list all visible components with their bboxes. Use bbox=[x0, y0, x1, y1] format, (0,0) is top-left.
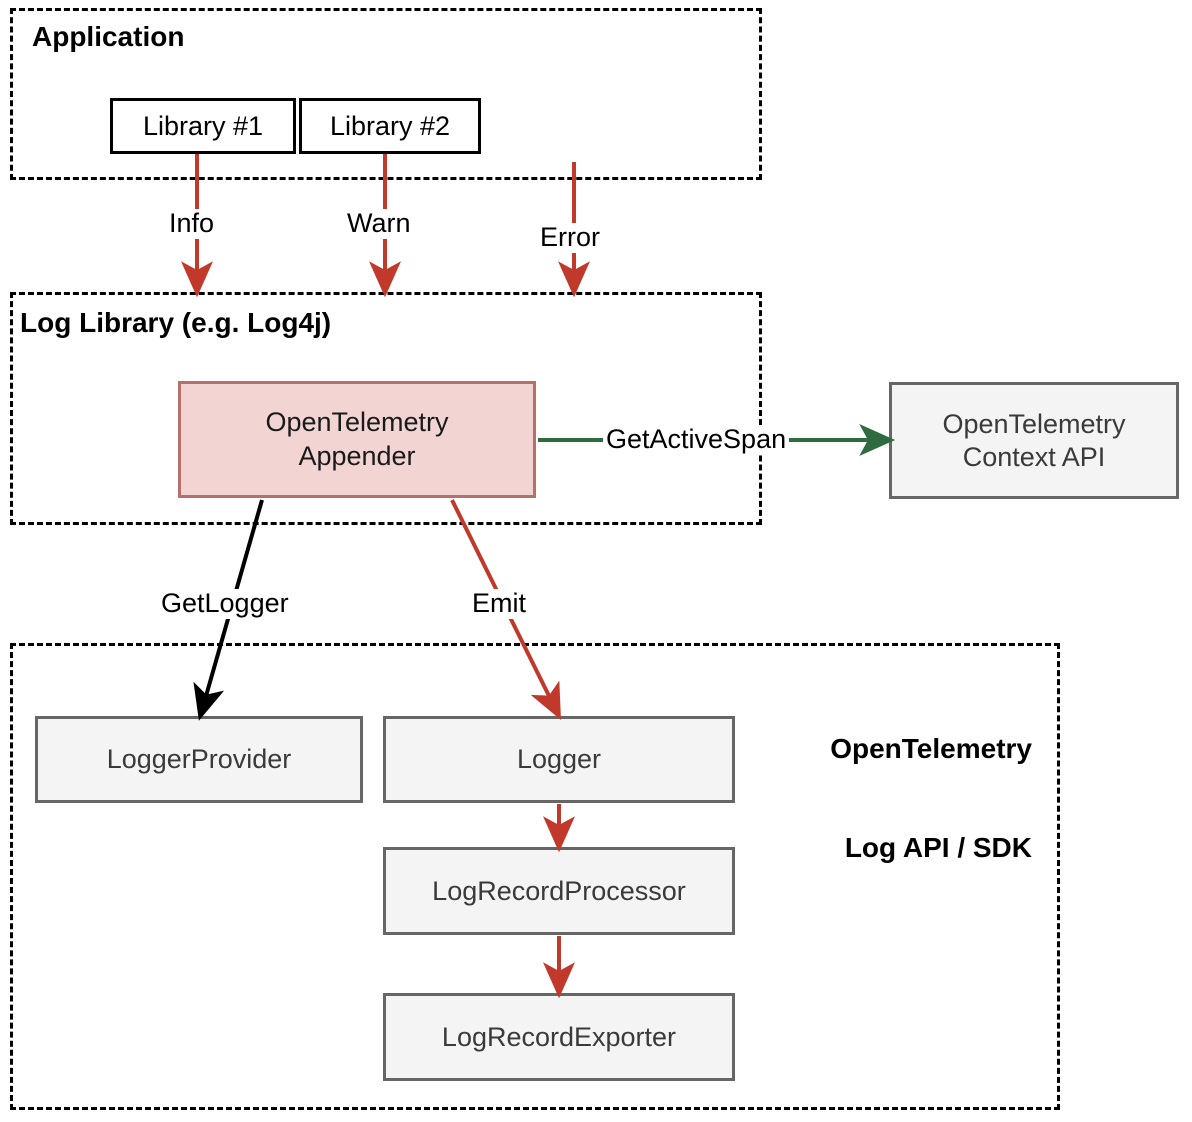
node-logger[interactable]: Logger bbox=[383, 716, 735, 803]
edge-label-error: Error bbox=[537, 222, 603, 253]
group-application-title: Application bbox=[32, 21, 185, 52]
edge-label-get-active-span: GetActiveSpan bbox=[603, 424, 790, 455]
node-log-record-processor[interactable]: LogRecordProcessor bbox=[383, 847, 735, 935]
edge-label-get-logger: GetLogger bbox=[158, 588, 292, 619]
node-library-2[interactable]: Library #2 bbox=[299, 98, 481, 154]
node-opentelemetry-appender[interactable]: OpenTelemetry Appender bbox=[178, 381, 536, 498]
node-library-2-label: Library #2 bbox=[329, 110, 451, 141]
node-logger-provider-label: LoggerProvider bbox=[106, 744, 292, 775]
node-logger-provider[interactable]: LoggerProvider bbox=[35, 716, 363, 803]
group-opentelemetry-sdk-title-line1: OpenTelemetry bbox=[830, 733, 1032, 765]
node-logger-label: Logger bbox=[516, 744, 602, 775]
node-library-1[interactable]: Library #1 bbox=[110, 98, 296, 154]
node-opentelemetry-appender-label-line2: Appender bbox=[298, 440, 416, 471]
node-log-record-exporter[interactable]: LogRecordExporter bbox=[383, 993, 735, 1081]
node-opentelemetry-appender-label-line1: OpenTelemetry bbox=[265, 406, 449, 437]
group-opentelemetry-sdk-title: OpenTelemetry Log API / SDK bbox=[830, 666, 1032, 930]
node-opentelemetry-context-api-label-line2: Context API bbox=[962, 441, 1106, 472]
edge-label-emit: Emit bbox=[469, 588, 529, 619]
group-log-library-title: Log Library (e.g. Log4j) bbox=[20, 307, 332, 338]
node-log-record-processor-label: LogRecordProcessor bbox=[432, 875, 686, 906]
edge-label-info: Info bbox=[166, 208, 218, 239]
node-opentelemetry-context-api-label-line1: OpenTelemetry bbox=[942, 408, 1126, 439]
edge-label-warn: Warn bbox=[344, 208, 414, 239]
node-library-1-label: Library #1 bbox=[142, 110, 264, 141]
node-opentelemetry-context-api[interactable]: OpenTelemetry Context API bbox=[889, 382, 1179, 499]
node-log-record-exporter-label: LogRecordExporter bbox=[441, 1021, 677, 1052]
group-opentelemetry-sdk-title-line2: Log API / SDK bbox=[844, 832, 1032, 864]
